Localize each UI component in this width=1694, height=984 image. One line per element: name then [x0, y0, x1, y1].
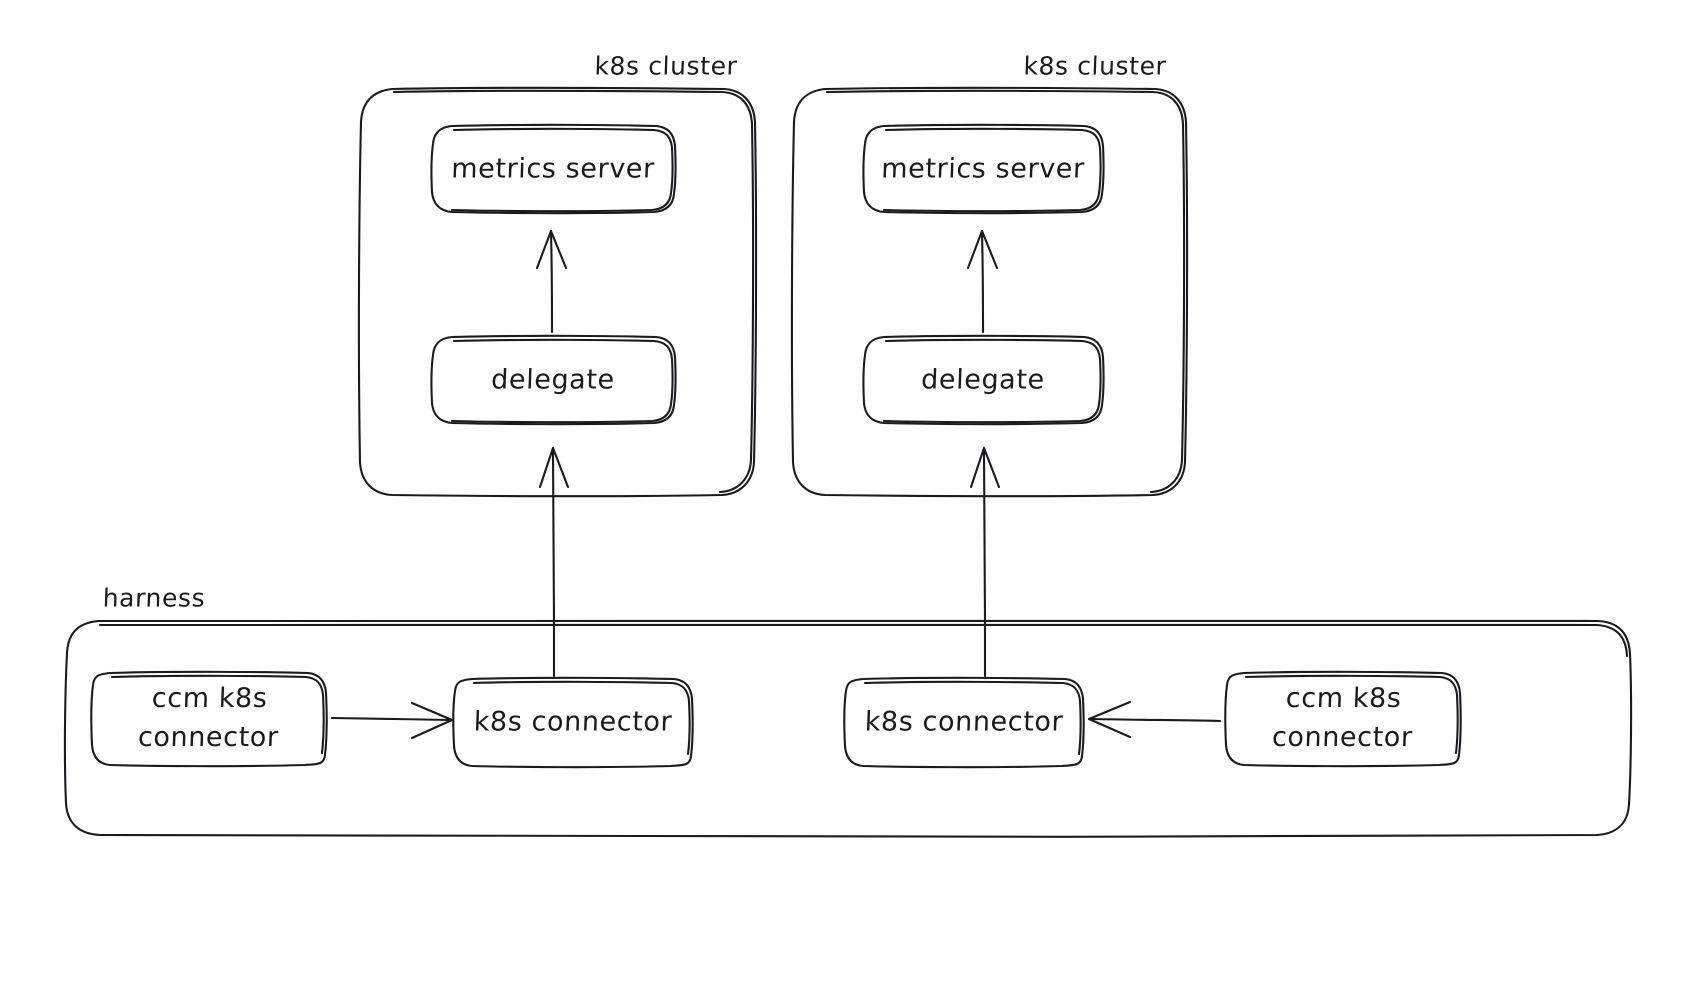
node-label-k8s-connector-left: k8s connector	[473, 706, 673, 738]
node-delegate-right-outline	[862, 334, 1105, 426]
node-label-delegate-left: delegate	[490, 364, 616, 396]
node-label-k8s-connector-right: k8s connector	[864, 706, 1064, 738]
node-label-metrics-server-right: metrics server	[880, 153, 1086, 185]
edge-connector-to-delegate-right	[969, 446, 1001, 678]
node-label-line-1: ccm k8s	[151, 682, 269, 714]
node-metrics-server-left-outline	[430, 123, 677, 215]
node-k8s-connector-left-outline	[452, 676, 694, 769]
node-label-line-2: connector	[137, 722, 280, 753]
edge-connector-to-delegate-left	[538, 446, 570, 678]
edge-ccm-to-connector-right	[1087, 700, 1222, 739]
node-label-line-2: connector	[1271, 722, 1414, 753]
group-label-k8s-cluster-right: k8s cluster	[1023, 51, 1167, 81]
group-label-k8s-cluster-left: k8s cluster	[594, 51, 738, 81]
node-label-metrics-server-left: metrics server	[450, 153, 656, 185]
edge-delegate-to-metrics-left	[535, 229, 568, 334]
node-metrics-server-right-outline	[862, 123, 1105, 215]
group-label-harness: harness	[102, 583, 206, 613]
node-label-ccm-k8s-connector-right: ccm k8s connector	[1271, 679, 1414, 757]
group-k8s-cluster-left-outline	[357, 86, 758, 498]
edge-delegate-to-metrics-right	[966, 229, 999, 334]
node-ccm-k8s-connector-right-outline	[1224, 670, 1462, 768]
node-label-line-1: ccm k8s	[1285, 682, 1403, 714]
group-k8s-cluster-right-outline	[790, 86, 1189, 498]
node-label-delegate-right: delegate	[920, 364, 1046, 396]
node-label-ccm-k8s-connector-left: ccm k8s connector	[137, 679, 280, 757]
edge-ccm-to-connector-left	[330, 701, 454, 740]
node-delegate-left-outline	[430, 334, 677, 426]
node-ccm-k8s-connector-left-outline	[90, 670, 328, 768]
node-k8s-connector-right-outline	[843, 676, 1085, 769]
